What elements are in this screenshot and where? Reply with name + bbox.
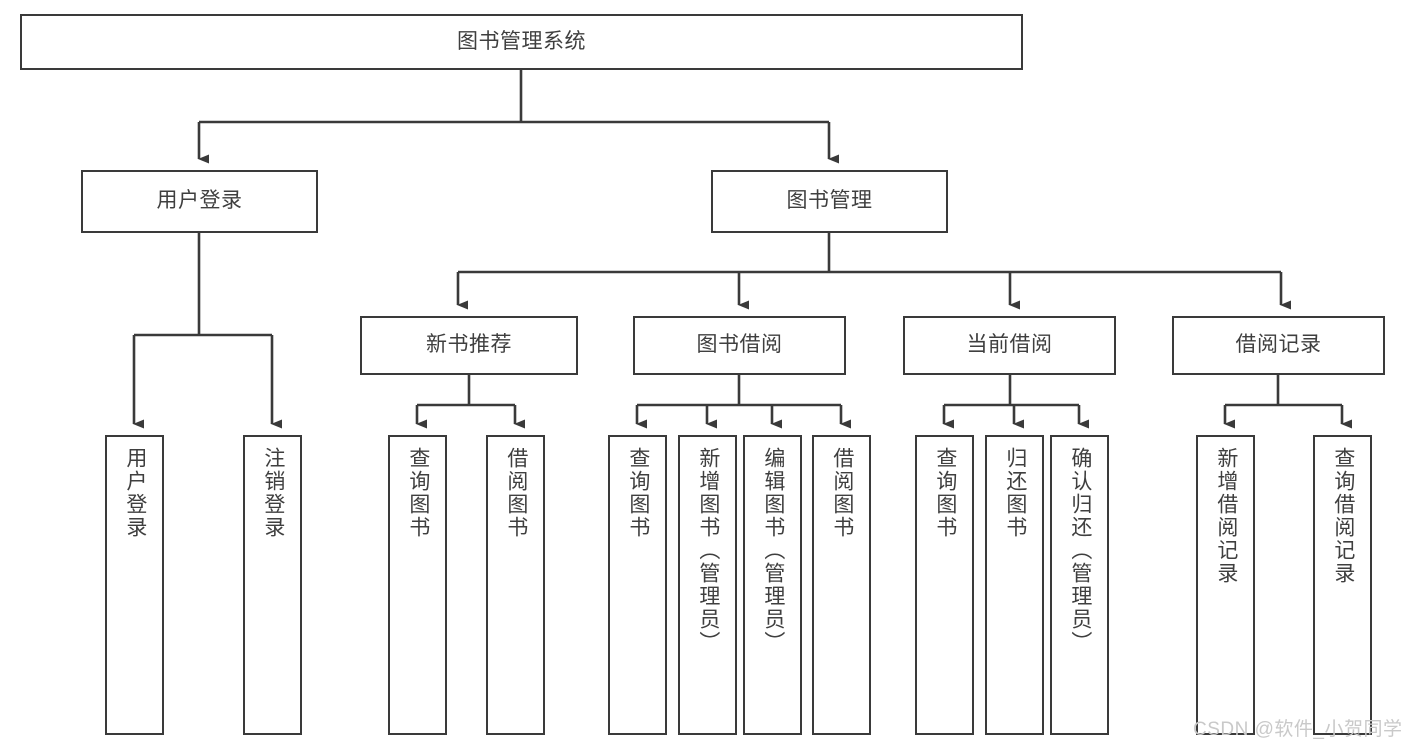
node-label: 新增图书（管理员） <box>696 447 720 654</box>
node-leaf-add-book: 新增图书（管理员） <box>678 435 737 735</box>
node-label: 查询图书 <box>406 447 430 539</box>
node-leaf-return-book: 归还图书 <box>985 435 1044 735</box>
node-label: 新增借阅记录 <box>1214 447 1238 585</box>
node-label: 新书推荐 <box>426 333 512 357</box>
node-label: 归还图书 <box>1003 447 1027 539</box>
node-borrow-record: 借阅记录 <box>1172 316 1385 375</box>
node-root: 图书管理系统 <box>20 14 1023 70</box>
node-leaf-add-record: 新增借阅记录 <box>1196 435 1255 735</box>
node-leaf-user-logout: 注销登录 <box>243 435 302 735</box>
node-leaf-borrow-book-2: 借阅图书 <box>812 435 871 735</box>
node-new-book-rec: 新书推荐 <box>360 316 578 375</box>
node-label: 用户登录 <box>156 189 243 213</box>
node-label: 注销登录 <box>261 447 285 539</box>
node-leaf-confirm-return: 确认归还（管理员） <box>1050 435 1109 735</box>
node-current-borrow: 当前借阅 <box>903 316 1116 375</box>
node-leaf-query-book-1: 查询图书 <box>388 435 447 735</box>
node-label: 借阅图书 <box>830 447 854 539</box>
node-label: 查询借阅记录 <box>1331 447 1355 585</box>
node-leaf-borrow-book-1: 借阅图书 <box>486 435 545 735</box>
node-label: 借阅记录 <box>1235 333 1322 357</box>
node-label: 查询图书 <box>626 447 650 539</box>
watermark-text: CSDN @软件_小贺同学 <box>1193 719 1403 740</box>
node-label: 图书管理系统 <box>457 29 586 53</box>
node-label: 查询图书 <box>933 447 957 539</box>
node-label: 借阅图书 <box>504 447 528 539</box>
node-label: 当前借阅 <box>966 333 1053 357</box>
node-label: 图书借阅 <box>696 333 783 357</box>
node-label: 用户登录 <box>123 447 147 539</box>
node-leaf-query-book-2: 查询图书 <box>608 435 667 735</box>
node-leaf-query-record: 查询借阅记录 <box>1313 435 1372 735</box>
node-leaf-query-book-3: 查询图书 <box>915 435 974 735</box>
node-leaf-user-login: 用户登录 <box>105 435 164 735</box>
node-label: 图书管理 <box>786 189 873 213</box>
node-user-login: 用户登录 <box>81 170 318 233</box>
node-book-manage: 图书管理 <box>711 170 948 233</box>
node-label: 确认归还（管理员） <box>1068 447 1092 654</box>
node-book-borrow: 图书借阅 <box>633 316 846 375</box>
node-leaf-edit-book: 编辑图书（管理员） <box>743 435 802 735</box>
node-label: 编辑图书（管理员） <box>761 447 785 654</box>
